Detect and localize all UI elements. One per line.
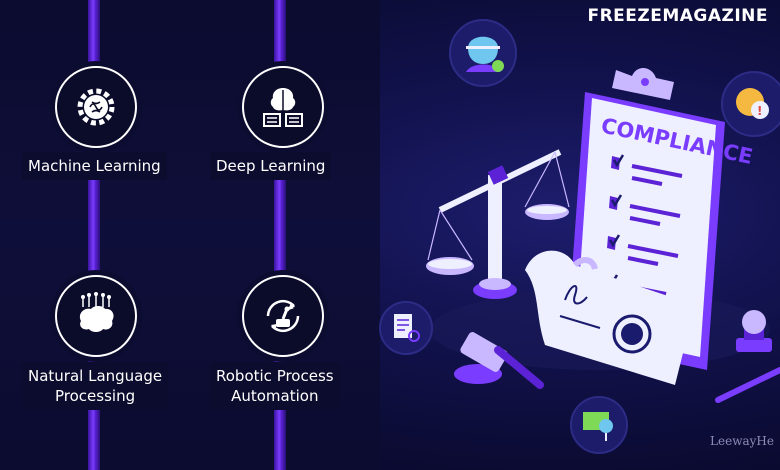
watermark: LeewayHe [710,434,774,448]
pen [715,367,780,403]
robotic-process-automation-label: Robotic Process Automation [210,362,340,410]
natural-language-processing-label: Natural Language Processing [22,362,169,410]
robot-arm-cycle-icon [266,299,300,333]
document-search-bubble [379,301,433,355]
deep-learning-node [242,66,324,148]
machine-learning-label: Machine Learning [22,152,167,180]
circuit-brain-icon [79,292,114,332]
stamp [736,310,772,352]
signed-document [525,250,695,385]
gavel [454,332,544,389]
rpa-label-line2: Automation [231,387,319,405]
machine-learning-node [55,66,137,148]
rpa-label-line1: Robotic Process [216,367,334,385]
screen-search-bubble [570,396,628,454]
nlp-label-line1: Natural Language [28,367,163,385]
deep-learning-label: Deep Learning [210,152,332,180]
gear-brain-icon [77,88,115,126]
gear-alert-bubble: ! [721,71,780,137]
brain-book-icon [263,88,303,127]
justice-scale [426,149,570,299]
brand-logo: FREEZEMAGAZINE [587,6,768,26]
robotic-process-automation-node [242,275,324,357]
face-id-bubble [449,19,517,87]
nlp-label-line2: Processing [55,387,136,405]
svg-text:!: ! [757,104,762,118]
natural-language-processing-node [55,275,137,357]
